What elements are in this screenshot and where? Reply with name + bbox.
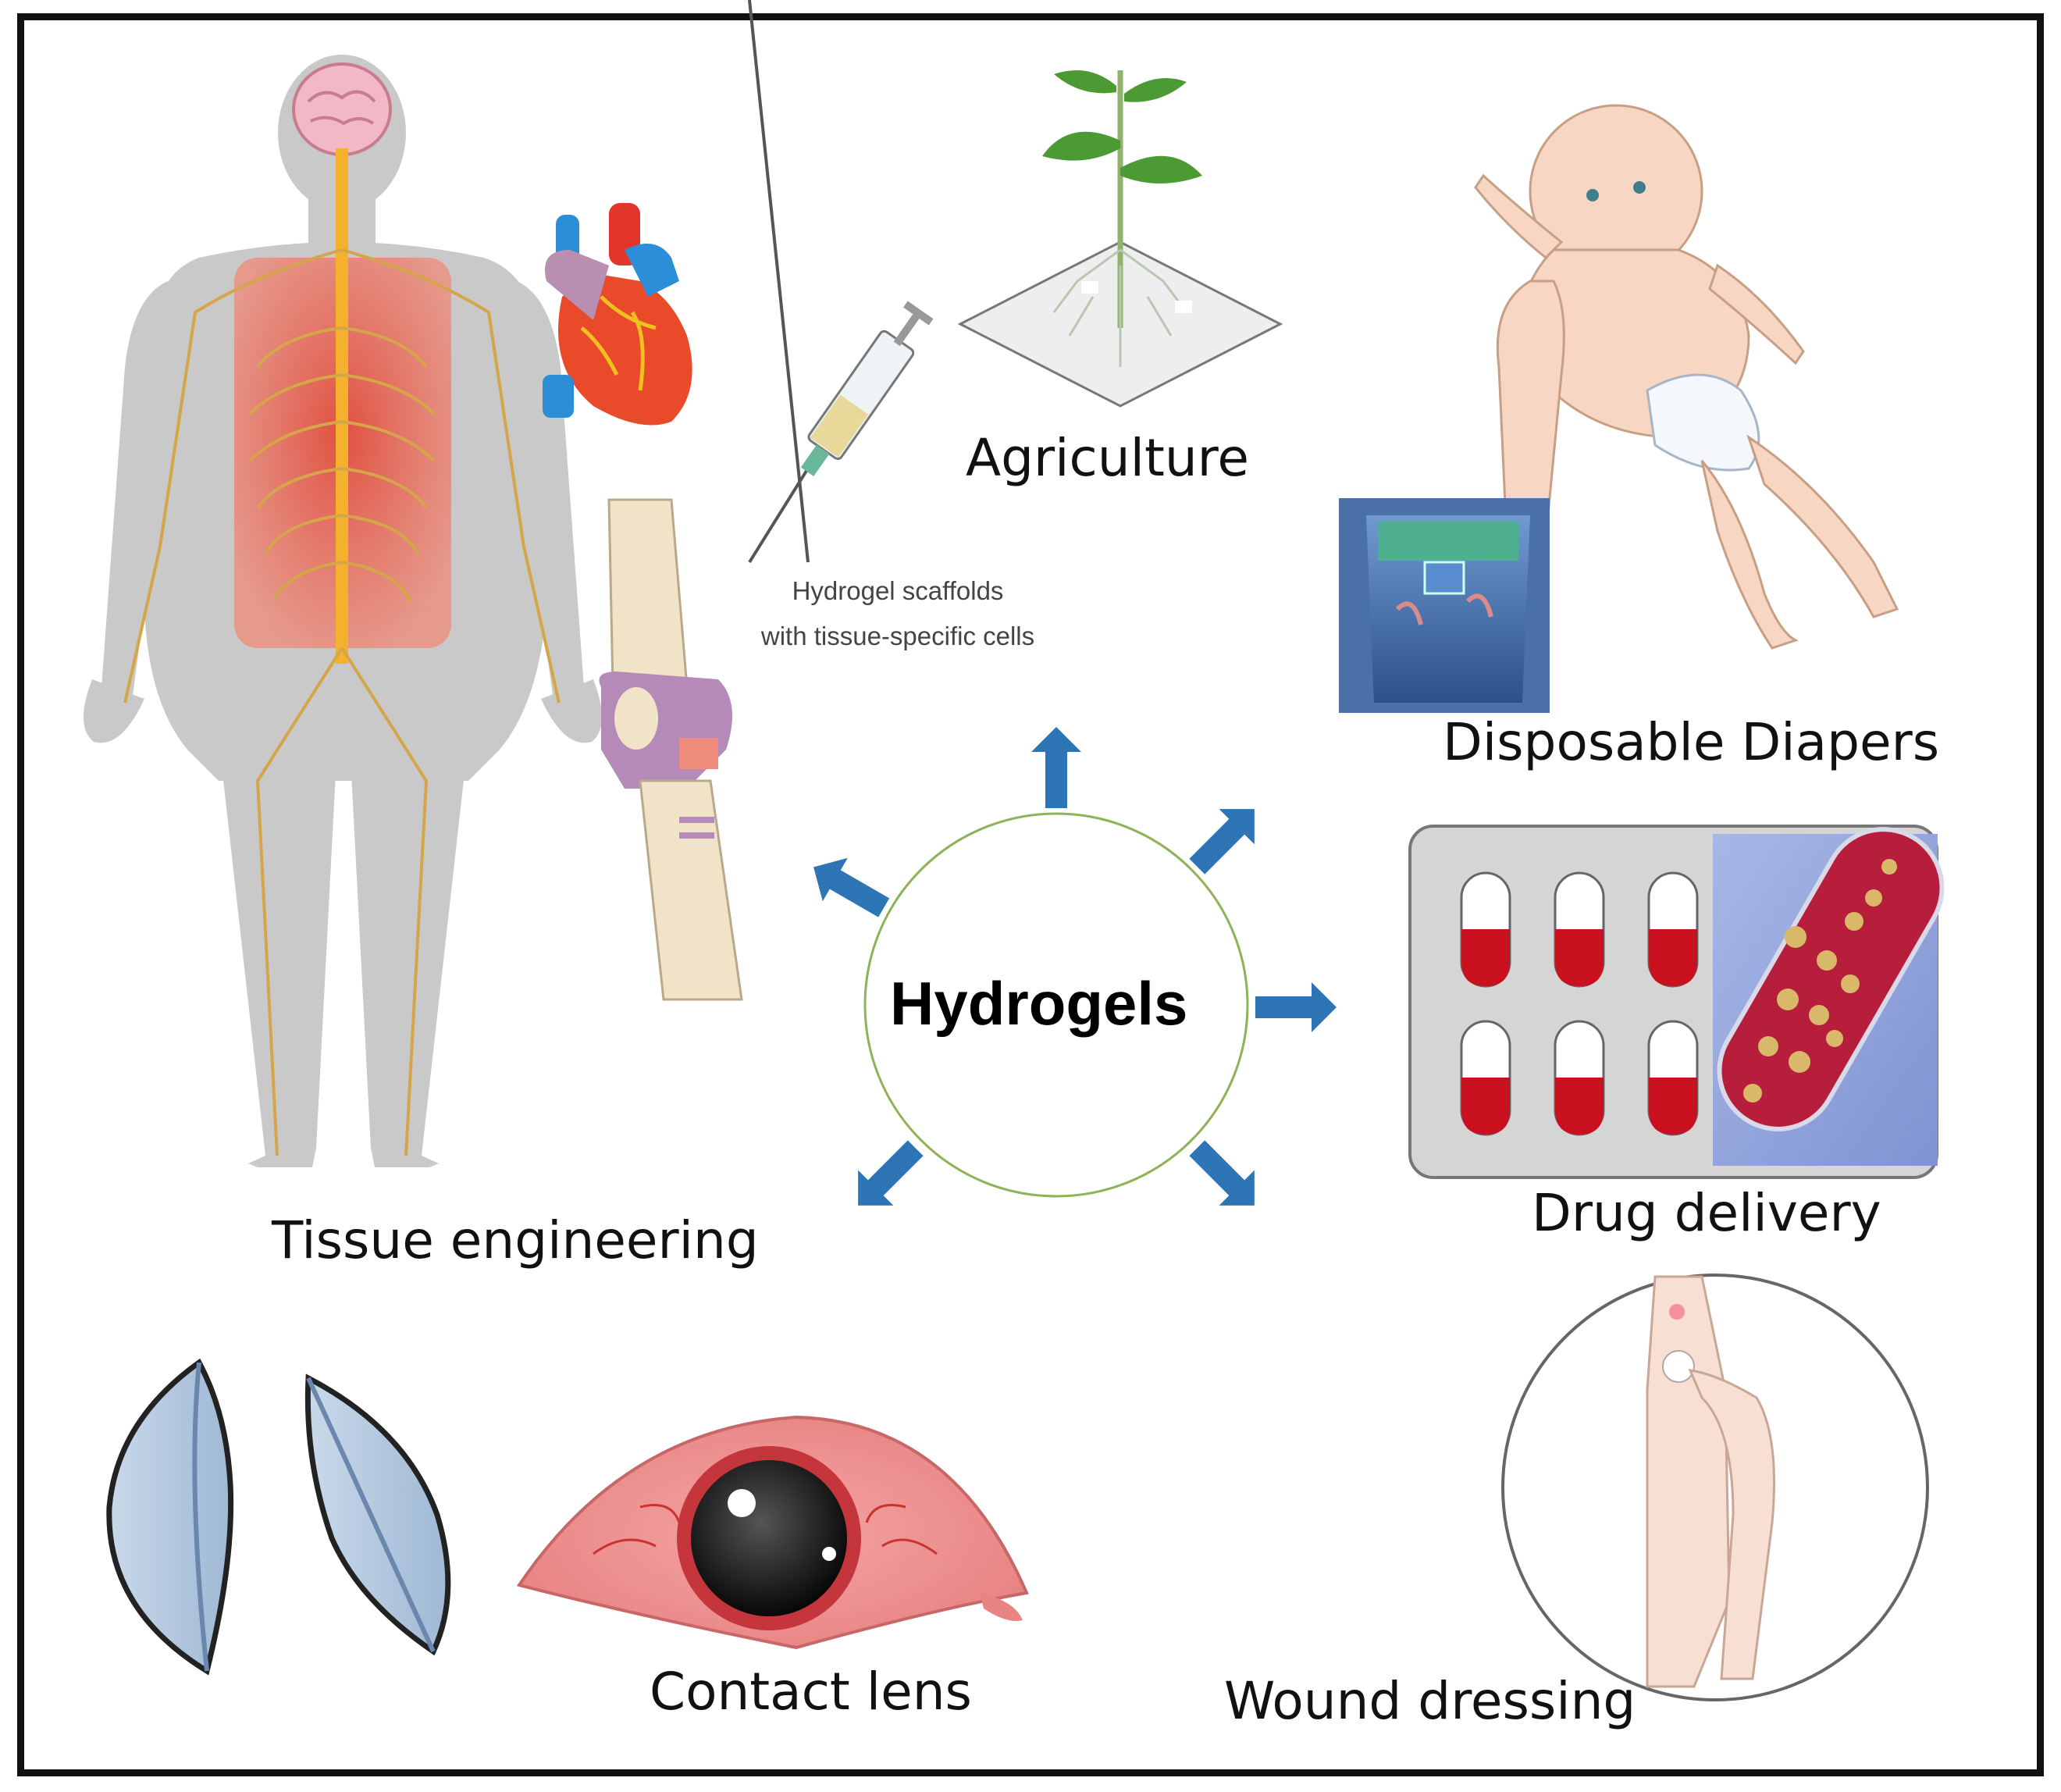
arrow-right-icon (1255, 982, 1337, 1032)
heart-icon (543, 203, 692, 426)
label-scaffolds: Hydrogel scaffolds with tissue-specific … (718, 568, 1077, 659)
human-body-nervous-system-icon (83, 55, 603, 1167)
arrow-down-right-icon (1189, 1140, 1255, 1206)
wound-dressing-icon (1501, 1274, 1929, 1701)
label-drug-delivery: Drug delivery (1532, 1183, 1881, 1243)
baby-diaper-icon (1474, 104, 1899, 650)
bead-tube-icon (1713, 827, 1945, 1166)
label-contact-lens: Contact lens (650, 1662, 972, 1722)
arrow-up-right-icon (1189, 809, 1255, 875)
label-scaffolds-line1: Hydrogel scaffolds (792, 576, 1004, 605)
label-scaffolds-line2: with tissue-specific cells (760, 622, 1035, 650)
plant-icon (957, 70, 1283, 408)
center-label: Hydrogels (890, 969, 1188, 1038)
eye-icon (516, 1415, 1029, 1650)
arrow-up-left-icon (813, 857, 890, 917)
label-disposable-diapers: Disposable Diapers (1443, 712, 1940, 772)
arrows (813, 727, 1337, 1206)
arrow-down-left-icon (858, 1140, 924, 1206)
label-agriculture: Agriculture (966, 428, 1249, 488)
knee-joint-icon (599, 498, 743, 1001)
contact-lens-icon (106, 1358, 451, 1676)
syringe-icon (748, 0, 934, 564)
label-tissue-engineering: Tissue engineering (272, 1210, 759, 1270)
arrow-up-icon (1031, 727, 1081, 808)
diaper-photo-icon (1339, 498, 1550, 713)
label-wound-dressing: Wound dressing (1224, 1671, 1636, 1731)
center-circle (863, 812, 1249, 1198)
